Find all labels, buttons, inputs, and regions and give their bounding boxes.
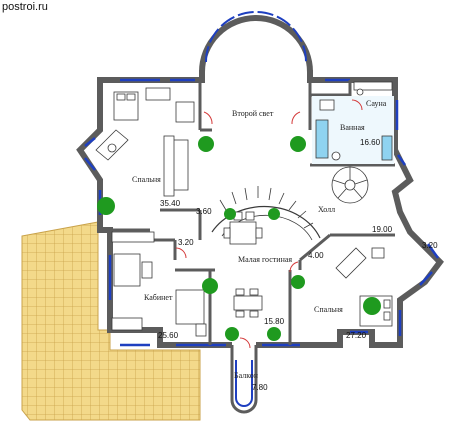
area-hall-passage: 4.00 xyxy=(308,251,324,260)
label-bedroom-right: Спальня xyxy=(314,305,343,314)
bathroom-block xyxy=(312,96,394,164)
label-small-living: Малая гостиная xyxy=(238,255,292,264)
label-hall: Холл xyxy=(318,205,335,214)
area-right-room: 19.00 xyxy=(372,225,393,234)
area-bathroom: 16.60 xyxy=(360,138,381,147)
area-study: 25.60 xyxy=(158,331,179,340)
area-right-passage: 3.20 xyxy=(422,241,438,250)
watermark: postroi.ru xyxy=(2,1,48,13)
label-bathroom: Ванная xyxy=(340,123,365,132)
plants xyxy=(97,136,381,341)
label-second-light: Второй свет xyxy=(232,109,274,118)
balcony xyxy=(230,345,258,414)
label-balcony: Балкон xyxy=(234,371,259,380)
doors xyxy=(175,99,363,349)
label-study: Кабинет xyxy=(144,293,173,302)
area-passage-2: 3.20 xyxy=(178,238,194,247)
area-balcony: 7.80 xyxy=(252,383,268,392)
spiral-stairs xyxy=(331,166,369,204)
roof-area xyxy=(21,221,201,421)
label-bedroom-left: Спальня xyxy=(132,175,161,184)
tower-windows xyxy=(205,11,307,63)
area-bedroom-right: 27.20 xyxy=(346,331,367,340)
area-small-living: 15.80 xyxy=(264,317,285,326)
tower-arc xyxy=(199,15,313,73)
label-sauna: Сауна xyxy=(366,99,387,108)
area-passage-1: 3.60 xyxy=(196,207,212,216)
area-bedroom-left: 35.40 xyxy=(160,199,181,208)
